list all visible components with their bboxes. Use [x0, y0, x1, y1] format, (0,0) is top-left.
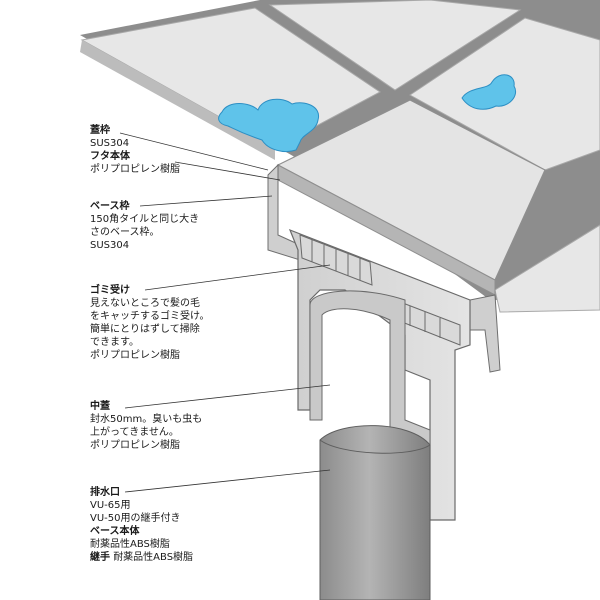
label-joint: 継手 耐薬品性ABS樹脂: [90, 551, 193, 564]
label-trap-line-0: 見えないところで髪の毛: [90, 298, 200, 309]
label-joint-text: 耐薬品性ABS樹脂: [113, 552, 194, 563]
label-base-frame: ベース枠 150角タイルと同じ大き さのベース枠。 SUS304: [90, 200, 199, 252]
base-frame-right: [469, 294, 501, 373]
outlet-pipe: [319, 425, 431, 600]
label-trap: ゴミ受け 見えないところで髪の毛 をキャッチするゴミ受け。 簡単にとりはずして掃…: [90, 284, 210, 362]
label-outlet-line-0: VU-65用: [90, 500, 131, 511]
label-lid-body-heading: フタ本体: [90, 151, 130, 162]
label-inner-lid-heading: 中蓋: [90, 401, 110, 412]
label-inner-lid-line-2: ポリプロピレン樹脂: [90, 440, 180, 451]
label-outlet-heading: 排水口: [90, 487, 120, 498]
leader-lines: [119, 132, 331, 493]
label-trap-heading: ゴミ受け: [90, 285, 130, 296]
label-outlet: 排水口 VU-65用 VU-50用の継手付き ベース本体 耐薬品性ABS樹脂 継…: [90, 486, 193, 564]
water-puddle-right: [461, 74, 516, 110]
label-lid-frame-line-0: SUS304: [90, 138, 130, 149]
leader-trap: [144, 264, 331, 291]
label-trap-line-2: 簡単にとりはずして掃除: [90, 324, 200, 335]
label-trap-line-1: をキャッチするゴミ受け。: [90, 311, 210, 322]
leader-outlet: [124, 469, 331, 493]
label-trap-line-4: ポリプロピレン樹脂: [90, 350, 180, 361]
outlet-pipe-rim: [319, 439, 431, 454]
leader-base-frame: [139, 195, 273, 207]
water-puddle-left: [218, 98, 320, 153]
label-lid-body-line-0: ポリプロピレン樹脂: [90, 164, 180, 175]
leader-inner-lid: [124, 384, 331, 409]
label-inner-lid-line-1: 上がってきません。: [90, 427, 179, 438]
hair-trap: [299, 234, 461, 346]
label-base-body-heading: ベース本体: [90, 526, 140, 537]
tile-right-lower: [494, 224, 600, 313]
label-base-frame-heading: ベース枠: [90, 201, 130, 212]
label-outlet-line-1: VU-50用の継手付き: [90, 513, 181, 524]
label-joint-heading: 継手: [90, 552, 110, 563]
label-trap-line-3: できます。: [90, 337, 139, 348]
label-base-frame-line-1: さのベース枠。: [90, 227, 160, 238]
tile-upper-left-edge: [80, 40, 275, 160]
tile-top: [268, 0, 522, 91]
label-base-frame-line-0: 150角タイルと同じ大き: [90, 214, 200, 225]
label-base-body-line-0: 耐薬品性ABS樹脂: [90, 539, 170, 550]
label-lid-frame: 蓋枠 SUS304 フタ本体 ポリプロピレン樹脂: [90, 124, 180, 176]
label-inner-lid: 中蓋 封水50mm。臭いも虫も 上がってきません。 ポリプロピレン樹脂: [90, 400, 202, 452]
label-base-frame-line-2: SUS304: [90, 240, 130, 251]
leader-lid-frame: [119, 132, 269, 171]
label-inner-lid-line-0: 封水50mm。臭いも虫も: [90, 414, 203, 425]
leader-lid-body: [174, 161, 281, 181]
label-lid-frame-heading: 蓋枠: [90, 125, 110, 136]
